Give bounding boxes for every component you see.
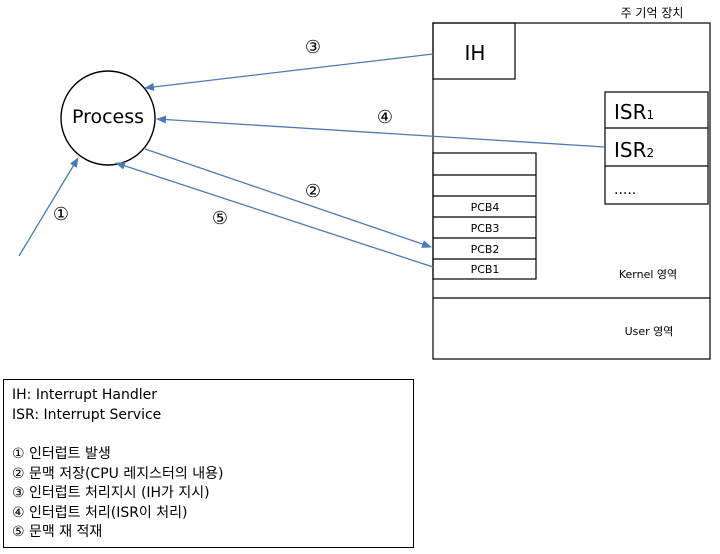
legend-step-4: ④ 인터럽트 처리(ISR이 처리) <box>12 504 188 521</box>
step-marker-4: ④ <box>377 107 393 128</box>
main-memory-box <box>432 22 711 360</box>
pcb3-label: PCB3 <box>471 222 500 235</box>
legend-step-2: ② 문맥 저장(CPU 레지스터의 내용) <box>12 465 224 482</box>
memory-title: 주 기억 장치 <box>621 6 684 20</box>
legend-abbrev-ih: IH: Interrupt Handler <box>12 387 158 403</box>
legend-box: IH: Interrupt Handler ISR: Interrupt Ser… <box>3 379 414 548</box>
step-marker-5: ⑤ <box>212 208 228 229</box>
isr1-label: ISR1 <box>614 100 654 124</box>
pcb2-label: PCB2 <box>471 243 500 256</box>
arrow-interrupt-occurs <box>18 157 79 257</box>
arrow-isr-handles <box>156 115 606 148</box>
process-label: Process <box>72 106 144 128</box>
kernel-region-label: Kernel 영역 <box>619 268 677 281</box>
isr2-label: ISR2 <box>614 138 654 162</box>
pcb4-label: PCB4 <box>471 201 500 214</box>
step-marker-3: ③ <box>305 37 321 58</box>
pcb-stack <box>432 152 537 280</box>
isr-stack <box>604 91 709 205</box>
legend-step-1: ① 인터럽트 발생 <box>12 446 111 462</box>
isr-more-label: ..... <box>614 182 636 198</box>
user-region-label: User 영역 <box>625 325 674 338</box>
arrow-context-save <box>144 148 432 248</box>
pcb1-label: PCB1 <box>471 263 500 276</box>
step-marker-1: ① <box>53 204 69 225</box>
ih-box <box>432 22 516 80</box>
arrow-context-reload <box>115 162 434 268</box>
legend-spacer <box>12 425 405 445</box>
step-marker-2: ② <box>305 181 321 202</box>
legend-abbrev-isr: ISR: Interrupt Service <box>12 406 162 423</box>
arrow-ih-instructs <box>144 53 434 91</box>
legend-step-5: ⑤ 문맥 재 적재 <box>12 524 103 540</box>
legend-step-3: ③ 인터럽트 처리지시 (IH가 지시) <box>12 485 210 501</box>
ih-label: IH <box>465 41 486 65</box>
process-circle <box>60 70 156 166</box>
